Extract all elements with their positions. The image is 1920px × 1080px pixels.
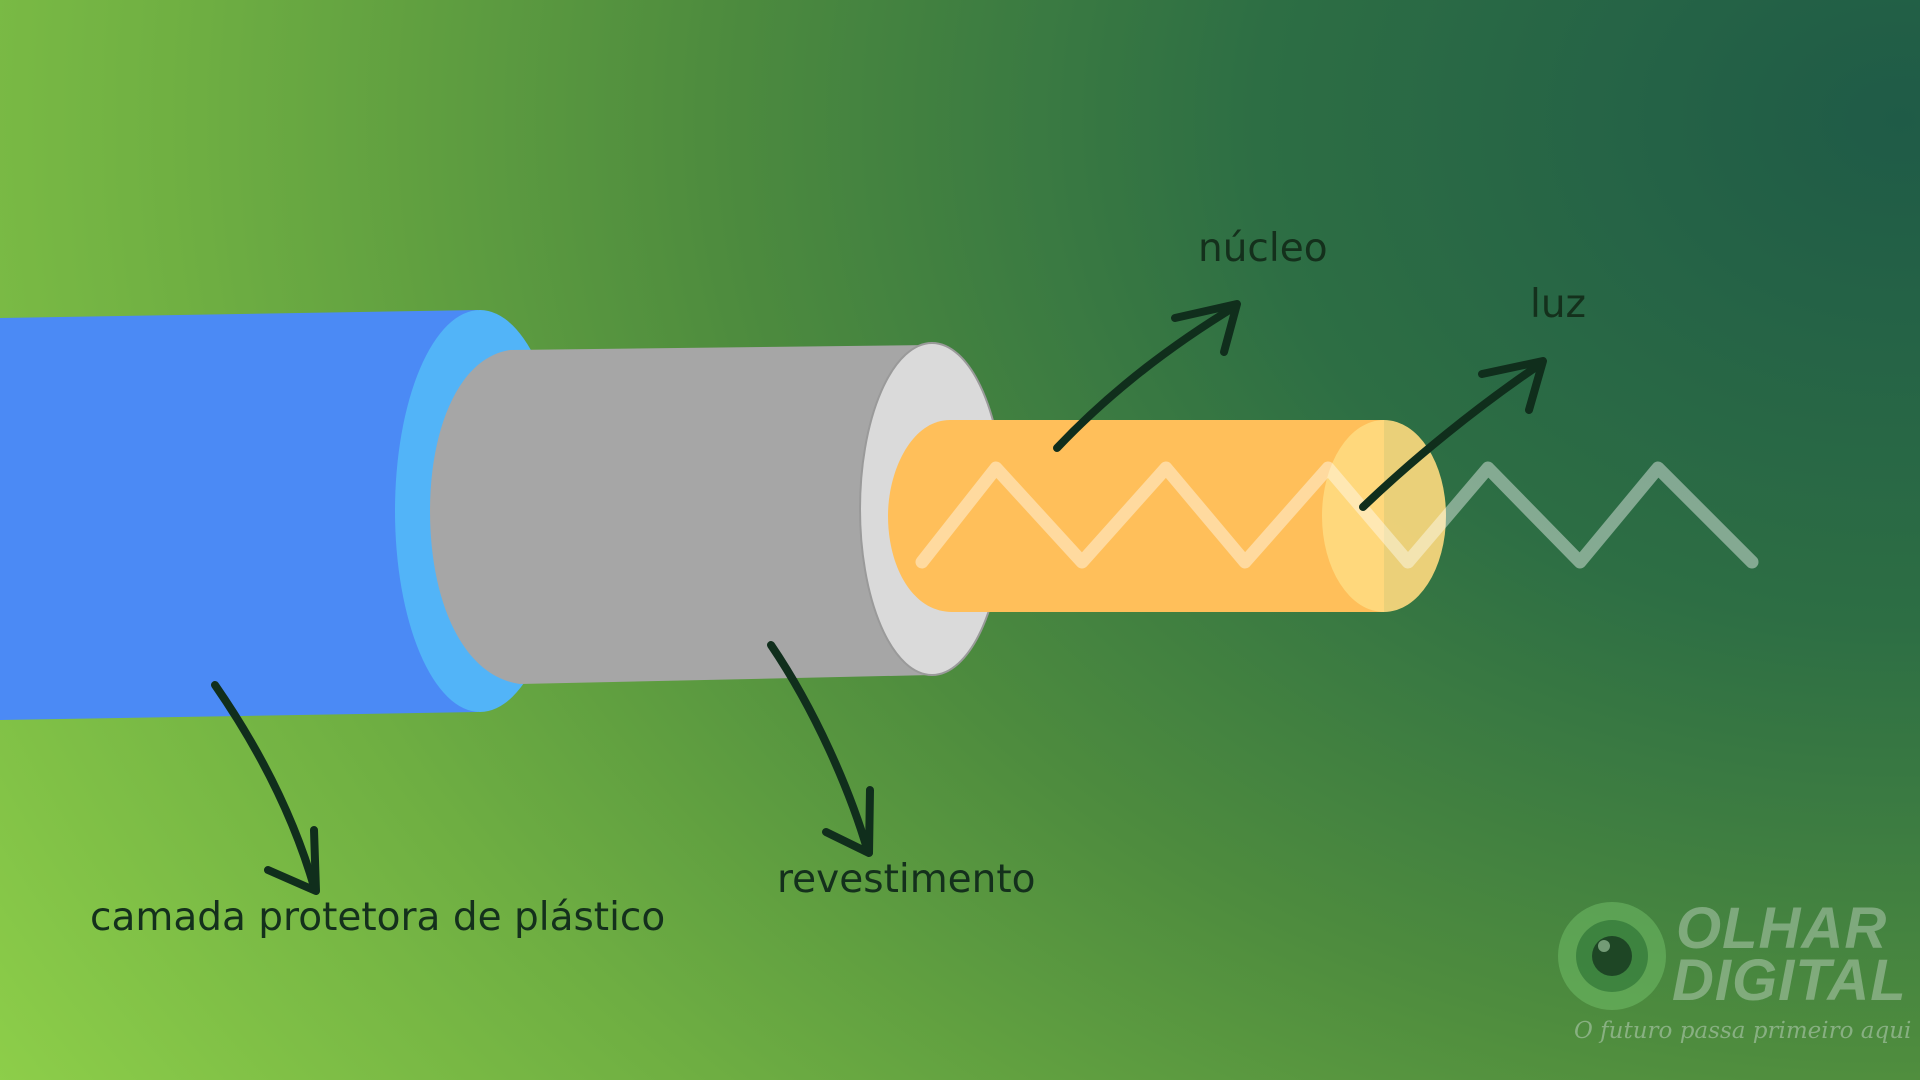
logo-tagline: O futuro passa primeiro aqui [1574, 1018, 1912, 1044]
logo-text-digital: DIGITAL [1672, 948, 1907, 1013]
cladding-body [430, 345, 932, 684]
plastic-jacket [0, 310, 478, 720]
arrow-to-revestimento [767, 641, 872, 856]
core-face [1322, 420, 1446, 612]
arrow-head-revestimento [822, 786, 874, 857]
arrow-head-nucleo [1171, 300, 1241, 356]
eye-icon [1558, 902, 1666, 1010]
arrow-head-camada [264, 826, 320, 895]
arrow-to-luz [1359, 359, 1546, 511]
label-camada-protetora: camada protetora de plástico [90, 895, 666, 940]
logo-text-olhar: OLHAR [1676, 896, 1888, 961]
arrow-to-nucleo [1053, 302, 1240, 452]
label-revestimento: revestimento [777, 857, 1036, 902]
arrow-to-camada [211, 681, 319, 894]
olhar-digital-logo: OLHAR DIGITAL O futuro passa primeiro aq… [1550, 896, 1911, 1048]
light-wave [915, 461, 1759, 569]
arrow-head-luz [1478, 357, 1547, 414]
core-body [888, 420, 1384, 612]
label-luz: luz [1530, 282, 1587, 327]
label-nucleo: núcleo [1198, 226, 1328, 271]
